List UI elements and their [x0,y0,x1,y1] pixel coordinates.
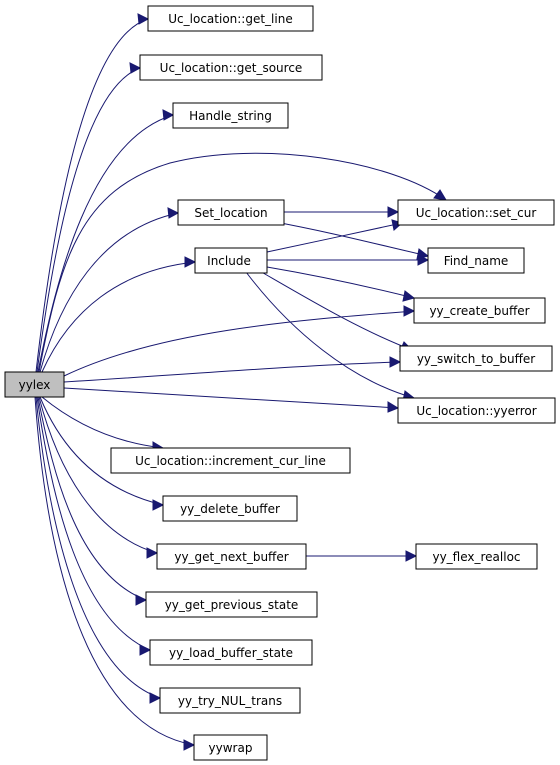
node-label: Handle_string [189,109,272,123]
edge-yylex-get-next-buffer [38,396,158,554]
arrowhead [149,692,162,704]
edge-include-switch-buffer [257,269,413,351]
edge-yylex-delete-buffer [39,396,164,506]
node-label: Find_name [444,254,509,268]
edge-set-location-find-name [269,220,429,257]
node-include[interactable]: Include [194,247,268,274]
node-label: Include [207,254,251,268]
arrowhead [183,739,196,751]
node-yy-delete-buffer[interactable]: yy_delete_buffer [162,495,298,522]
edge-include-set-cur [266,222,403,253]
edge-yylex-switch-buffer [63,361,401,383]
edge-yylex-yyerror [63,387,399,409]
arrowhead [405,550,418,562]
arrowhead [403,305,416,317]
node-yy-try-nul-trans[interactable]: yy_try_NUL_trans [159,687,301,714]
edge-yylex-set-cur [38,152,447,373]
node-label: Set_location [194,206,267,220]
arrowhead [167,207,180,219]
node-label: yywrap [209,741,253,755]
arrowhead [184,256,197,268]
node-yy-flex-realloc[interactable]: yy_flex_realloc [415,543,538,570]
node-label: yy_get_previous_state [165,598,299,612]
node-yy-create-buffer[interactable]: yy_create_buffer [413,297,546,324]
node-set-cur[interactable]: Uc_location::set_cur [397,199,555,226]
edge-yylex-load-buffer [36,396,151,651]
node-yy-get-next-buffer[interactable]: yy_get_next_buffer [156,543,307,570]
edge-yylex-get-line [35,18,149,373]
edges [34,13,447,751]
node-yy-load-buffer-state[interactable]: yy_load_buffer_state [149,639,313,666]
node-yywrap[interactable]: yywrap [193,734,268,761]
node-label: yy_try_NUL_trans [178,694,282,708]
arrowhead [129,62,142,74]
arrowhead [417,254,430,266]
arrowhead [387,206,400,218]
edge-yylex-yywrap [34,396,195,746]
arrowhead [146,547,159,559]
node-yy-get-previous-state[interactable]: yy_get_previous_state [145,591,318,618]
node-label: Uc_location::get_source [160,61,303,75]
edge-yylex-previous-state [37,396,147,601]
node-find-name[interactable]: Find_name [427,247,525,274]
arrowhead [389,356,402,368]
node-yylex[interactable]: yylex [4,371,65,398]
edge-yylex-get-source [36,67,141,373]
node-label: yy_flex_realloc [432,550,520,564]
node-label: yy_create_buffer [429,304,529,318]
arrowhead [402,290,416,302]
node-label: yylex [19,378,51,392]
node-label: yy_switch_to_buffer [417,352,535,366]
node-get-source[interactable]: Uc_location::get_source [139,54,323,81]
node-yy-switch-to-buffer[interactable]: yy_switch_to_buffer [399,345,553,372]
node-increment-cur-line[interactable]: Uc_location::increment_cur_line [110,447,351,474]
nodes: yylex Uc_location::get_line Uc_location:… [4,5,556,761]
node-label: yy_load_buffer_state [169,646,293,660]
arrowhead [152,499,165,511]
node-set-location[interactable]: Set_location [177,199,285,226]
edge-yylex-handle-string [37,114,174,373]
node-handle-string[interactable]: Handle_string [172,102,289,129]
edge-yylex-try-nul [35,396,161,699]
arrowhead [433,189,447,201]
arrowhead [139,644,152,656]
edge-yylex-include [41,261,196,373]
node-label: yy_delete_buffer [180,502,280,516]
node-get-line[interactable]: Uc_location::get_line [147,5,314,32]
edge-yylex-increment [41,396,164,449]
node-label: Uc_location::increment_cur_line [135,454,326,468]
arrowhead [135,594,148,606]
arrowhead [387,401,400,413]
arrowhead [162,109,175,121]
arrowhead [137,13,150,25]
node-yyerror[interactable]: Uc_location::yyerror [397,397,556,424]
edge-yylex-set-location [39,212,179,373]
node-label: Uc_location::yyerror [416,404,536,418]
edge-include-create-buffer [266,266,415,299]
edge-include-yyerror [245,271,415,399]
edge-yylex-create-buffer [63,310,415,377]
node-label: yy_get_next_buffer [174,550,288,564]
node-label: Uc_location::set_cur [416,206,537,220]
node-label: Uc_location::get_line [168,12,292,26]
